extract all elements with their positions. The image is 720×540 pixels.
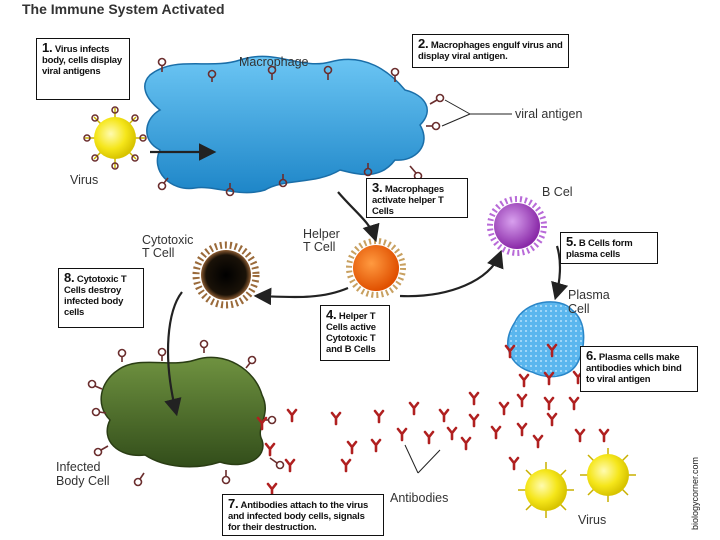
label-plasma-line2: Cell [568, 302, 590, 316]
step-2-box: 2. Macrophages engulf virus and display … [412, 34, 569, 68]
label-virus: Virus [70, 173, 99, 187]
step-1-number: 1. [42, 40, 53, 55]
label-antibodies: Antibodies [390, 491, 449, 505]
virus-left [83, 106, 147, 170]
step-8-text: Cytotoxic T Cells destroy infected body … [64, 274, 127, 318]
plasma-cell [507, 301, 585, 378]
page-title: The Immune System Activated [22, 1, 225, 17]
label-helper-line2: T Cell [303, 240, 336, 254]
step-4-text: Helper T Cells active Cytotoxic T and B … [326, 311, 376, 355]
step-5-text: B Cells form plasma cells [566, 238, 633, 260]
step-3-box: 3. Macrophages activate helper T Cells [366, 178, 468, 218]
helper-t-cell [346, 238, 406, 298]
step-7-number: 7. [228, 496, 239, 511]
label-b-cell: B Cel [542, 185, 573, 199]
antibodies [256, 343, 610, 497]
label-virus-bottom: Virus [578, 513, 607, 527]
label-cytotoxic-line1: Cytotoxic [142, 233, 194, 247]
step-8-box: 8. Cytotoxic T Cells destroy infected bo… [58, 268, 144, 328]
step-7-text: Antibodies attach to the virus and infec… [228, 500, 369, 533]
macrophage-antigens [157, 57, 445, 197]
step-1-box: 1. Virus infects body, cells display vir… [36, 38, 130, 100]
credit-text: biologycorner.com [690, 456, 700, 530]
step-7-box: 7. Antibodies attach to the virus and in… [222, 494, 384, 536]
step-5-box: 5. B Cells form plasma cells [560, 232, 658, 264]
step-8-number: 8. [64, 270, 75, 285]
label-plasma-line1: Plasma [568, 288, 610, 302]
virus-bottom-2 [580, 448, 636, 502]
label-infected-line1: Infected [56, 460, 101, 474]
antibodies-pointer [404, 444, 441, 474]
step-4-number: 4. [326, 307, 337, 322]
step-2-text: Macrophages engulf virus and display vir… [418, 40, 563, 62]
label-infected-line2: Body Cell [56, 474, 110, 488]
virus-bottom-1 [518, 462, 574, 518]
step-5-number: 5. [566, 234, 577, 249]
step-1-text: Virus infects body, cells display viral … [42, 44, 122, 77]
label-macrophage: Macrophage [239, 55, 309, 69]
step-6-text: Plasma cells make antibodies which bind … [586, 352, 682, 385]
step-6-box: 6. Plasma cells make antibodies which bi… [580, 346, 698, 392]
b-cell [487, 196, 547, 256]
cytotoxic-t-cell [192, 241, 260, 309]
viral-antigen-pointers [441, 99, 512, 127]
step-6-number: 6. [586, 348, 597, 363]
step-3-number: 3. [372, 180, 383, 195]
infected-cell-antigens [87, 339, 285, 487]
label-viral-antigen: viral antigen [515, 107, 583, 121]
step-2-number: 2. [418, 36, 429, 51]
label-helper-line1: Helper [303, 227, 340, 241]
infected-cell [100, 356, 266, 468]
step-3-text: Macrophages activate helper T Cells [372, 184, 444, 217]
flow-arrows [150, 143, 569, 417]
macrophage-cell [144, 55, 428, 194]
step-4-box: 4. Helper T Cells active Cytotoxic T and… [320, 305, 390, 361]
label-cytotoxic-line2: T Cell [142, 246, 175, 260]
